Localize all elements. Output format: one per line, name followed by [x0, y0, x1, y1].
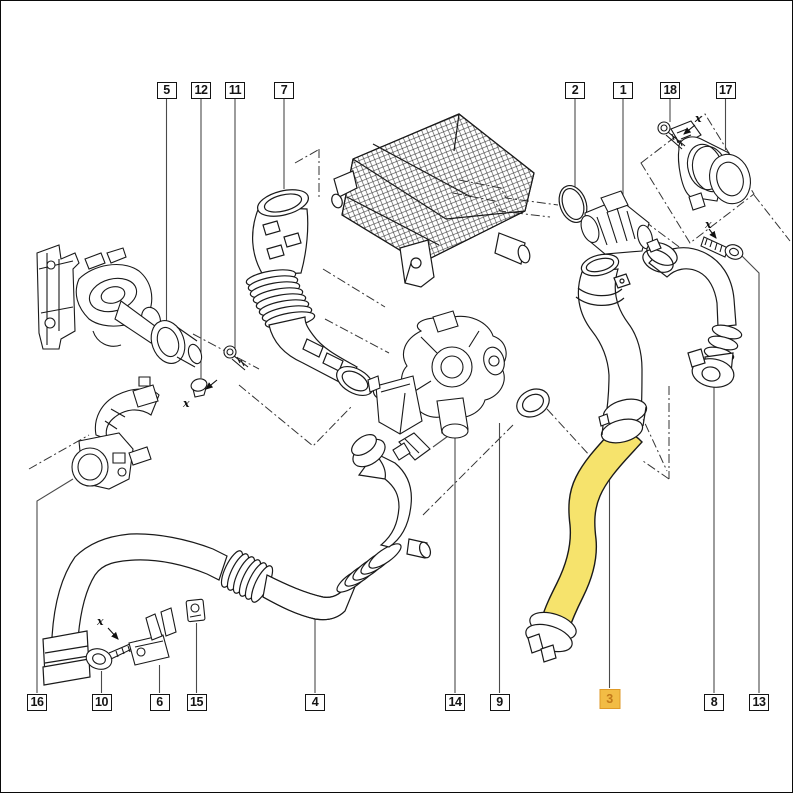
callout-3-highlighted[interactable]: 3	[599, 689, 620, 709]
part-intake-manifold-sketch	[330, 114, 534, 287]
callout-15[interactable]: 15	[186, 694, 207, 711]
part-12-nut-sketch	[190, 377, 217, 397]
x-marker-near-12: x	[182, 397, 190, 410]
callout-4[interactable]: 4	[305, 694, 325, 711]
part-10-bolt-sketch	[84, 628, 138, 673]
callout-9-label: 9	[496, 695, 503, 710]
part-6-fork-bracket-sketch	[129, 608, 176, 665]
callout-8[interactable]: 8	[704, 694, 724, 711]
part-13-bolt-sketch	[701, 229, 745, 262]
x-marker-near-18: x	[694, 112, 702, 125]
callout-2[interactable]: 2	[565, 82, 585, 99]
callout-16[interactable]: 16	[27, 694, 47, 711]
part-11-bolt-sketch	[224, 346, 248, 370]
leader-line-16	[37, 479, 73, 693]
callout-1[interactable]: 1	[613, 82, 633, 99]
callout-11-label: 11	[228, 83, 242, 98]
part-5-flange-sketch	[145, 316, 204, 368]
construction-lines	[29, 114, 790, 515]
callout-10[interactable]: 10	[91, 694, 112, 711]
callout-14-label: 14	[448, 695, 462, 710]
part-17-actuator-sketch	[671, 121, 756, 210]
part-16-inlet-duct-sketch	[72, 377, 159, 489]
part-15-clip-sketch	[186, 599, 205, 622]
callout-17-label: 17	[719, 83, 732, 98]
callout-5[interactable]: 5	[156, 82, 177, 99]
callout-6[interactable]: 6	[149, 694, 170, 711]
callout-12[interactable]: 12	[191, 82, 211, 99]
callout-7[interactable]: 7	[274, 82, 294, 99]
part-18-bolt-sketch	[658, 122, 695, 149]
callout-15-label: 15	[190, 695, 203, 710]
x-marker-near-10: x	[96, 615, 104, 628]
callout-16-label: 16	[30, 695, 44, 710]
callout-4-label: 4	[311, 695, 319, 710]
leader-line-14	[433, 431, 455, 693]
callout-3-label: 3	[606, 691, 613, 706]
callout-2-label: 2	[571, 83, 579, 98]
callout-18-label: 18	[663, 83, 677, 98]
part-3-hose-yellow-body	[542, 431, 642, 632]
x-marker-near-13: x	[704, 218, 712, 231]
part-9-ring-sketch	[512, 384, 554, 423]
callout-1-label: 1	[619, 83, 627, 98]
callout-18[interactable]: 18	[660, 82, 680, 99]
callout-12-label: 12	[194, 83, 208, 98]
callout-11[interactable]: 11	[225, 82, 245, 99]
part-heat-shield-sketch	[368, 376, 430, 460]
callout-10-label: 10	[95, 695, 108, 710]
part-left-assembly-sketch	[37, 245, 164, 349]
callout-8-label: 8	[710, 695, 718, 710]
callout-9[interactable]: 9	[489, 694, 510, 711]
x-markers: x x x x	[96, 112, 712, 628]
leader-line-13	[741, 255, 759, 693]
leader-lines	[37, 99, 759, 693]
callout-13[interactable]: 13	[749, 694, 769, 711]
callout-7-label: 7	[280, 83, 288, 98]
part-8-hose-sketch	[639, 238, 743, 390]
callout-17[interactable]: 17	[715, 82, 736, 99]
callout-13-label: 13	[752, 695, 766, 710]
part-turbocharger-sketch	[401, 311, 507, 438]
part-1-throttle-unit-sketch	[578, 191, 655, 254]
part-3-hose-highlighted	[522, 251, 649, 662]
part-2-oring-sketch	[554, 182, 591, 227]
callout-5-label: 5	[163, 83, 170, 98]
callout-6-label: 6	[156, 695, 163, 710]
callout-14[interactable]: 14	[445, 694, 465, 711]
part-4-hose-sketch	[43, 430, 432, 685]
